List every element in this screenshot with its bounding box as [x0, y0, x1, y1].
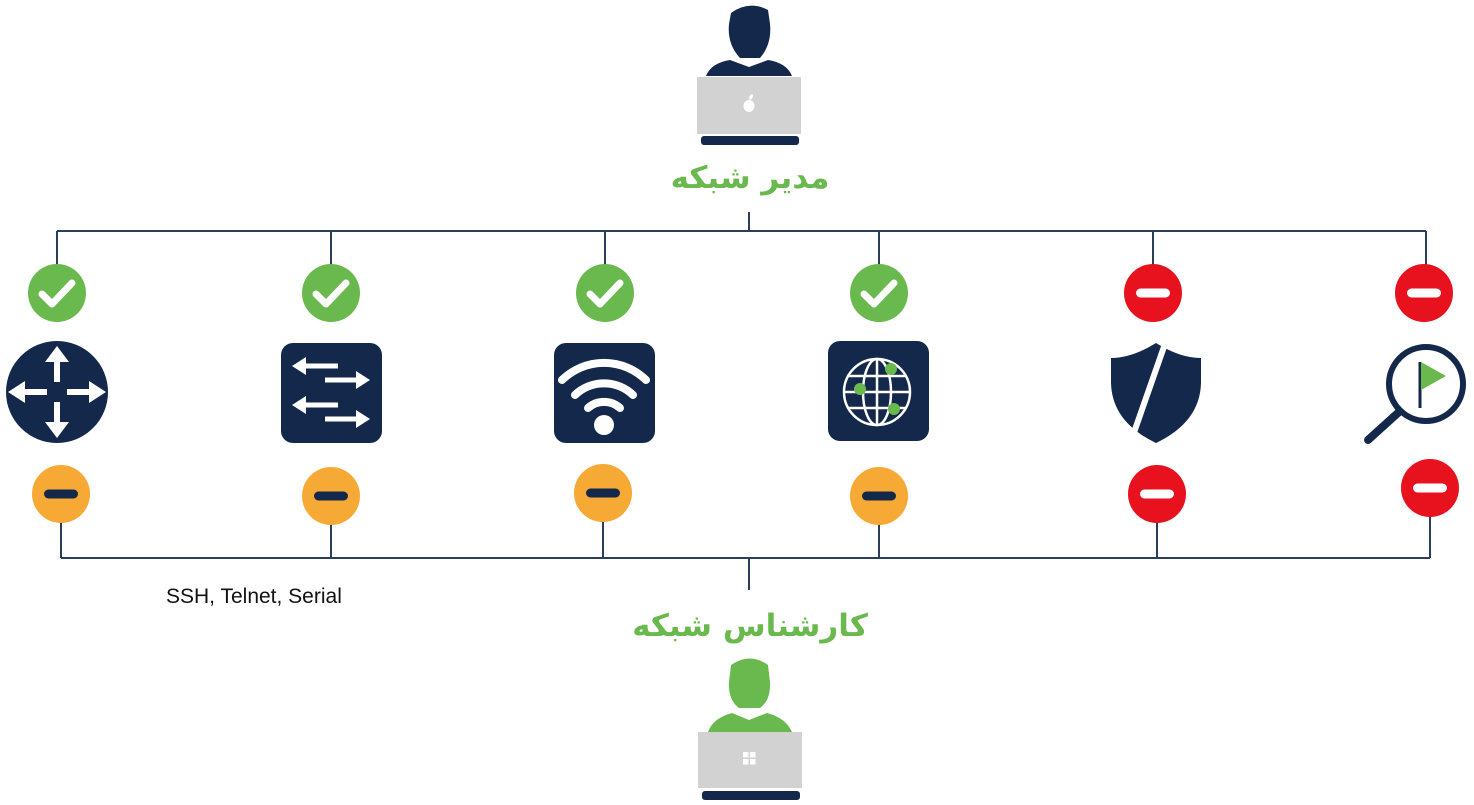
admin-access-badge [1395, 264, 1453, 322]
engineer-access-badge [850, 467, 908, 525]
admin-person-icon [706, 5, 792, 76]
engineer-label: کارشناس شبکه [632, 608, 868, 644]
windows-icon [743, 752, 756, 765]
admin-access-badge [1124, 264, 1182, 322]
router-icon [6, 341, 108, 443]
engineer-access-badge [1128, 465, 1186, 523]
admin-access-badge [850, 264, 908, 322]
engineer-access-badge [574, 464, 632, 522]
apple-icon [743, 94, 755, 112]
check-icon [860, 279, 898, 308]
shield-icon [1111, 340, 1201, 443]
admin-access-badge [302, 264, 360, 322]
check-icon [312, 279, 350, 308]
admin-access-badge [28, 264, 86, 322]
engineer-figure [698, 658, 802, 800]
connector-lines [56, 212, 1431, 590]
engineer-person-icon [708, 658, 792, 732]
minus-icon [1140, 489, 1174, 499]
minus-icon [1407, 288, 1441, 298]
admin-figure [697, 5, 801, 145]
engineer-access-badge [32, 465, 90, 523]
badge-circle [850, 264, 908, 322]
admin-access-badge [576, 264, 634, 322]
check-icon [586, 279, 624, 308]
minus-icon [44, 489, 78, 499]
minus-icon [1413, 483, 1447, 493]
badge-circle [302, 264, 360, 322]
badge-circle [28, 264, 86, 322]
minus-icon [586, 488, 620, 498]
globe-network-icon [828, 341, 929, 441]
status-badges [28, 264, 1459, 525]
minus-icon [314, 491, 348, 501]
admin-laptop-icon [697, 77, 801, 145]
engineer-access-badge [1401, 459, 1459, 517]
wifi-icon [554, 343, 655, 443]
switch-icon [281, 343, 382, 443]
magnifier-flag-icon [1364, 344, 1466, 444]
admin-label: مدیر شبکه [670, 160, 830, 196]
badge-circle [576, 264, 634, 322]
protocol-note: SSH, Telnet, Serial [166, 585, 342, 608]
engineer-laptop-icon [698, 732, 802, 800]
minus-icon [1136, 288, 1170, 298]
engineer-access-badge [302, 467, 360, 525]
check-icon [38, 279, 76, 308]
minus-icon [862, 491, 896, 501]
